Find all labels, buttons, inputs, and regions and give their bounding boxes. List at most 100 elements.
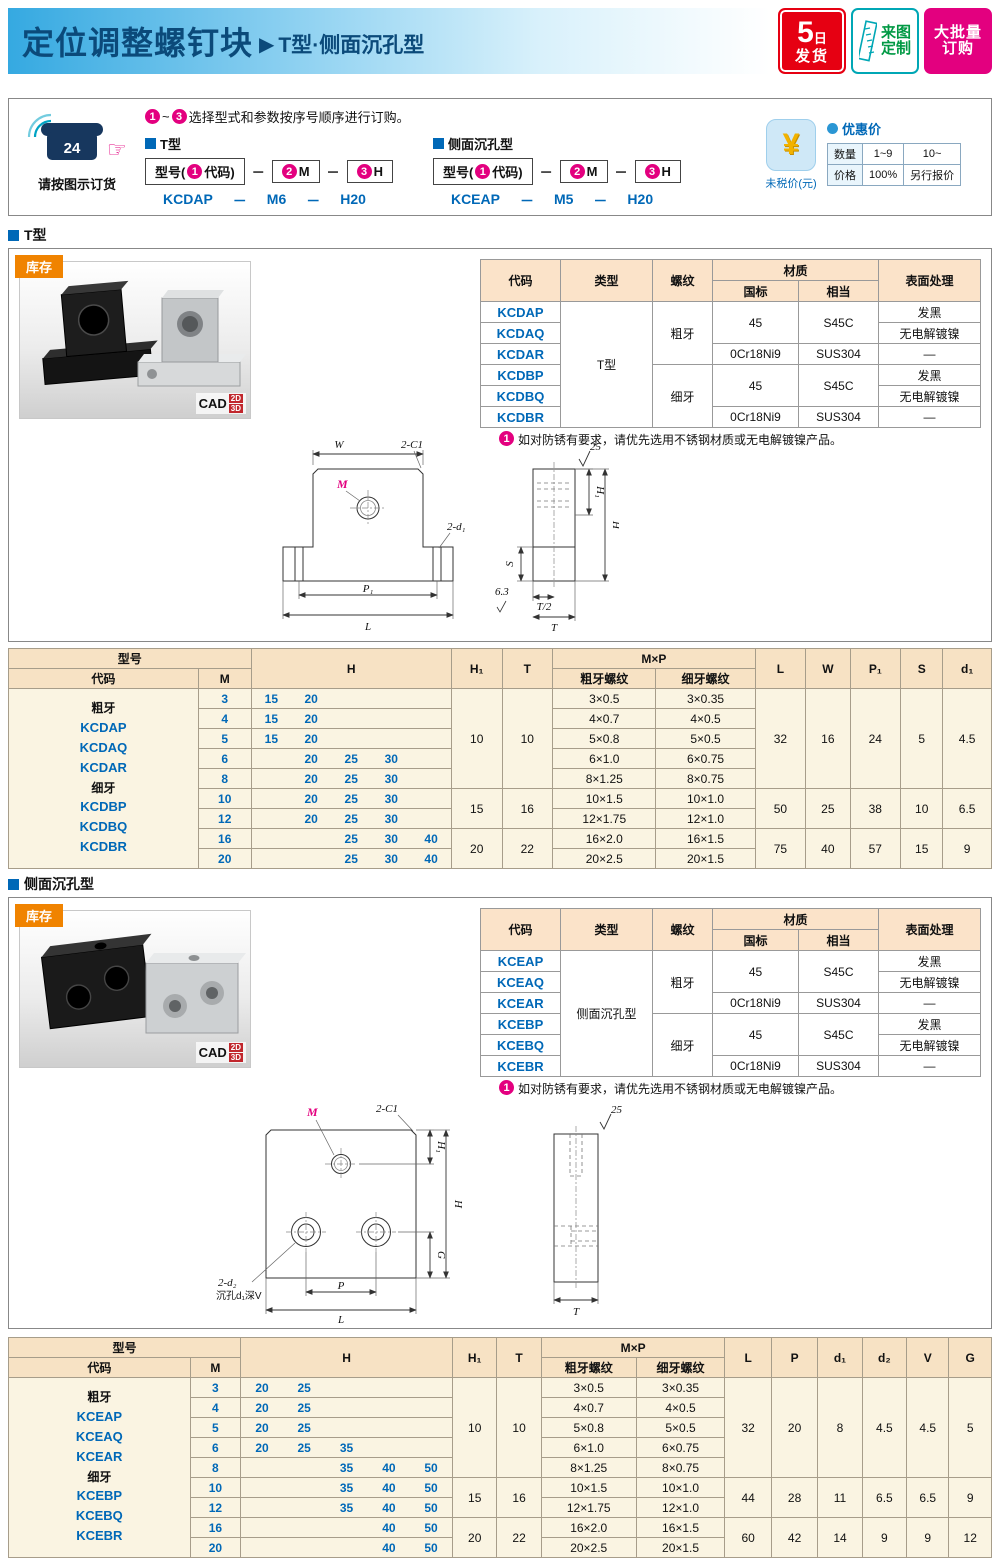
spec-row: KCDAQ 无电解镀镍 xyxy=(480,322,981,344)
l-value: 60 xyxy=(724,1517,772,1558)
surface-value: — xyxy=(878,343,981,365)
part-code-link[interactable]: KCDBR xyxy=(480,406,561,428)
cad-badge[interactable]: CAD 2D 3D xyxy=(195,1041,246,1063)
cad-badge[interactable]: CAD 2D 3D xyxy=(195,392,246,414)
five-day-shipping-badge: 5 日 发货 xyxy=(778,8,846,74)
dim-header-fine: 细牙螺纹 xyxy=(655,668,756,689)
p1-value: 57 xyxy=(849,828,902,869)
part-code-link[interactable]: KCEBR xyxy=(480,1055,561,1077)
dash: － xyxy=(251,165,265,180)
coarse-pitch-value: 5×0.8 xyxy=(552,728,657,749)
fine-pitch-value: 5×0.5 xyxy=(655,728,756,749)
dim-d1-label: 2-d₁ xyxy=(447,521,466,533)
h-option-value: 35 xyxy=(325,1457,368,1478)
step-1-badge: 1 xyxy=(145,109,160,124)
t-type-product-photo: 库存 xyxy=(15,255,251,419)
t-value: 22 xyxy=(501,828,554,869)
d1-value: 8 xyxy=(817,1377,863,1478)
h-option-value xyxy=(367,1397,411,1418)
part-code-link[interactable]: KCEAQ xyxy=(480,971,561,993)
part-code[interactable]: KCDBP xyxy=(80,799,127,815)
part-code[interactable]: KCEBR xyxy=(76,1528,123,1544)
m-size-value: 3 xyxy=(189,1377,242,1398)
d1-value: 6.5 xyxy=(942,788,992,829)
ordering-instruction-line: 1 ~ 3 选择型式和参数按序号顺序进行订购。 xyxy=(145,107,753,126)
fine-pitch-value: 3×0.35 xyxy=(655,688,756,709)
side-type-blocks-image xyxy=(40,933,246,1034)
model-mid: 代码) xyxy=(204,165,235,180)
part-code-link[interactable]: KCDAP xyxy=(480,301,561,323)
dim-header-coarse: 粗牙螺纹 xyxy=(552,668,657,689)
price-info-area: ¥ 未税价(元) 优惠价 数量 1~9 10~ 价格 1 xyxy=(763,105,981,209)
dim-d2-label: 2-d₂ xyxy=(218,1277,237,1289)
part-code[interactable]: KCEAQ xyxy=(75,1429,123,1445)
part-code[interactable]: KCEAP xyxy=(76,1409,123,1425)
h-option-value xyxy=(325,1537,368,1558)
part-code-link[interactable]: KCEBP xyxy=(480,1013,561,1035)
anti-rust-note: 1 如对防锈有要求，请优先选用不锈钢材质或无电解镀镍产品。 xyxy=(499,431,999,448)
h-option-value: 25 xyxy=(283,1417,326,1438)
part-code[interactable]: KCDBR xyxy=(79,839,127,855)
dim-header-h: H xyxy=(250,648,452,689)
dim-header-h1: H₁ xyxy=(450,648,503,689)
tilde: ~ xyxy=(162,109,170,124)
t-value: 22 xyxy=(496,1517,542,1558)
part-code[interactable]: KCDAR xyxy=(79,760,127,776)
part-code[interactable]: KCEAR xyxy=(76,1449,123,1465)
dash: － xyxy=(519,193,534,209)
phone-order-area: 24 ☞ 请按图示订货 xyxy=(19,105,135,209)
h-option-value: 30 xyxy=(371,788,412,809)
h-option-value xyxy=(325,1517,368,1538)
part-code[interactable]: KCEBP xyxy=(76,1488,123,1504)
part-code-link[interactable]: KCDAR xyxy=(480,343,561,365)
part-code[interactable]: KCEBQ xyxy=(75,1508,123,1524)
m-symbol: M xyxy=(298,164,310,179)
h-option-value xyxy=(331,728,372,749)
part-code-link[interactable]: KCEAR xyxy=(480,992,561,1014)
part-code[interactable]: KCDAP xyxy=(80,720,127,736)
bulk-badge-line2: 订购 xyxy=(941,40,974,57)
dim-header-mxp: M×P xyxy=(540,1337,726,1358)
m-size-value: 3 xyxy=(197,688,252,709)
h1-value: 10 xyxy=(451,1377,498,1478)
spec-row: KCEAR 0Cr18Ni9 SUS304 — xyxy=(480,992,981,1014)
coarse-pitch-value: 5×0.8 xyxy=(540,1417,637,1438)
part-code-link[interactable]: KCEAP xyxy=(480,950,561,972)
part-code-link[interactable]: KCDAQ xyxy=(480,322,561,344)
dim-c1-label: 2-C1 xyxy=(401,439,423,451)
part-code[interactable]: KCDBQ xyxy=(79,819,128,835)
h-option-value xyxy=(411,688,452,709)
dim-header-d1: d₁ xyxy=(942,648,992,689)
side-type-front-view-drawing: M 2-C1 H₁ H G P L 2-d₂ 沉孔d₁深V xyxy=(216,1103,464,1324)
ship-label: 发货 xyxy=(794,48,829,66)
fine-pitch-value: 3×0.35 xyxy=(635,1377,726,1398)
gb-material: 45 xyxy=(712,950,799,993)
m-symbol: M xyxy=(586,164,598,179)
dim-l-label: L xyxy=(364,621,371,633)
instruction-text: 选择型式和参数按序号顺序进行订购。 xyxy=(188,110,410,125)
h1-value: 20 xyxy=(450,828,503,869)
dim-header-m: M xyxy=(189,1357,242,1378)
h-option-value xyxy=(240,1517,283,1538)
step-3-badge: 3 xyxy=(644,164,660,179)
h-option-value: 40 xyxy=(367,1477,411,1498)
l-value: 32 xyxy=(754,688,807,789)
dim-header-h: H xyxy=(240,1337,453,1378)
cad-label: CAD xyxy=(198,1044,227,1060)
ship-days-unit: 日 xyxy=(813,30,827,46)
part-code[interactable]: KCDAQ xyxy=(79,740,128,756)
part-code-link[interactable]: KCEBQ xyxy=(480,1034,561,1056)
anti-rust-note: 1 如对防锈有要求，请优先选用不锈钢材质或无电解镀镍产品。 xyxy=(499,1080,999,1097)
pointing-hand-icon: ☞ xyxy=(107,137,127,162)
part-code-link[interactable]: KCDBP xyxy=(480,364,561,386)
v-value: 6.5 xyxy=(906,1477,950,1518)
model-code-box: 型号( 1 代码) xyxy=(432,158,533,185)
part-code-link[interactable]: KCDBQ xyxy=(480,385,561,407)
surface-value: 无电解镀镍 xyxy=(878,322,981,344)
h-option-value xyxy=(283,1537,326,1558)
l-value: 75 xyxy=(754,828,807,869)
coarse-pitch-value: 20×2.5 xyxy=(552,848,657,869)
